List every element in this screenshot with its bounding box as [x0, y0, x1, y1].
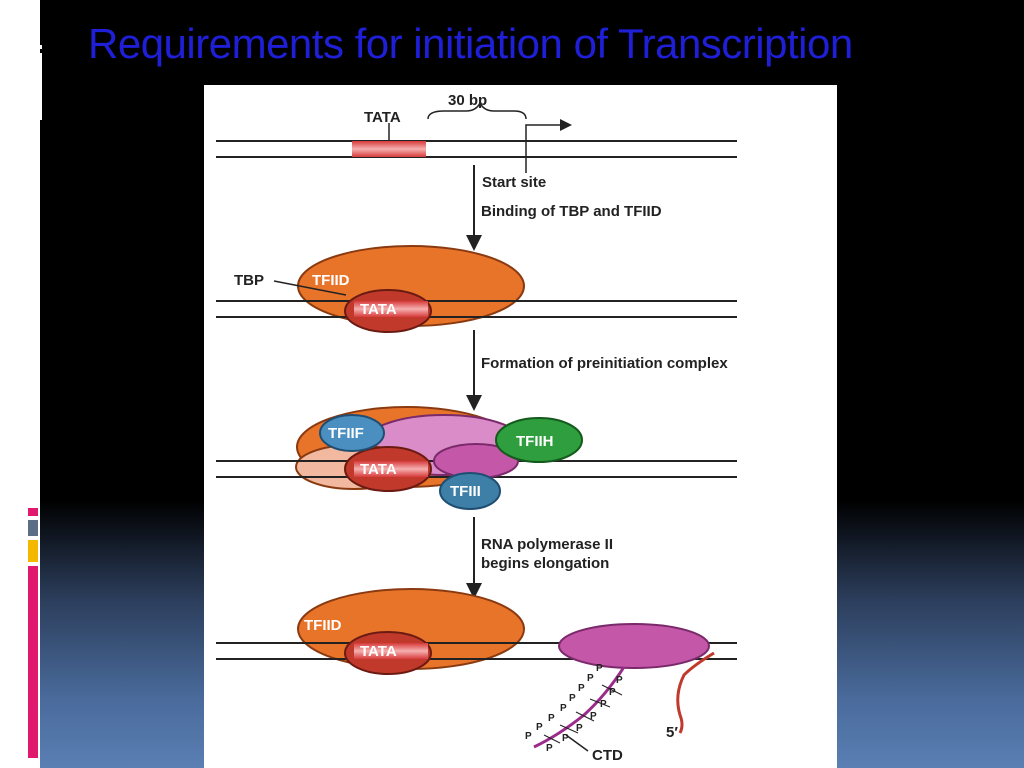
tfiid-label: TFIID	[312, 272, 350, 289]
p-11: P	[600, 699, 607, 710]
tfiii-label: TFIII	[450, 483, 481, 500]
tfiid-label-2: TFIID	[304, 617, 342, 634]
step3-label-line1: RNA polymerase II	[481, 536, 613, 553]
p-2: P	[587, 673, 594, 684]
decorative-bars-icon	[20, 45, 42, 120]
stage-preinitiation-complex: TATA TFIIF TFIIH TFIII	[216, 406, 737, 510]
tfiif-label: TFIIF	[328, 425, 364, 442]
bp-30-label: 30 bp	[448, 92, 487, 109]
p-15: P	[546, 743, 553, 754]
stage-elongation: TATA TFIID 5′ P P P P P P P P P P P P P …	[216, 588, 737, 764]
step1-label: Binding of TBP and TFIID	[481, 203, 662, 220]
ctd-tail	[533, 666, 626, 749]
slide-title: Requirements for initiation of Transcrip…	[88, 20, 853, 67]
tfiif-shape	[319, 414, 385, 452]
transcription-initiation-figure: TATA 30 bp Start site Binding of TBP and…	[204, 85, 837, 768]
tata-label: TATA	[364, 109, 401, 126]
tata-box	[352, 141, 426, 157]
step3-label-line2: begins elongation	[481, 555, 609, 572]
tbp-label: TBP	[234, 272, 264, 289]
p-6: P	[548, 713, 555, 724]
tfiih-label: TFIIH	[516, 433, 554, 450]
stage-tfiid-bound: TATA TFIID TBP	[216, 245, 737, 333]
p-3: P	[578, 683, 585, 694]
p-9: P	[616, 675, 623, 686]
rna-transcript	[676, 651, 715, 734]
rna-polymerase-shape	[558, 623, 710, 669]
ctd-label: CTD	[592, 747, 623, 764]
stage-dna-promoter: TATA 30 bp Start site	[216, 92, 737, 191]
p-12: P	[590, 711, 597, 722]
p-10: P	[609, 687, 616, 698]
p-7: P	[536, 722, 543, 733]
five-prime-label: 5′	[666, 724, 678, 741]
tata-label-2: TATA	[360, 301, 397, 318]
p-4: P	[569, 693, 576, 704]
p-13: P	[576, 723, 583, 734]
start-site-arrow	[525, 119, 572, 173]
span-brace	[427, 101, 527, 120]
tfiih-shape	[495, 417, 583, 463]
p-14: P	[562, 733, 569, 744]
p-5: P	[560, 703, 567, 714]
p-8: P	[525, 731, 532, 742]
tfiii-shape	[439, 472, 501, 510]
side-accent-strip	[28, 508, 38, 758]
step2-label: Formation of preinitiation complex	[481, 355, 728, 372]
start-site-label: Start site	[482, 174, 546, 191]
tata-label-4: TATA	[360, 643, 397, 660]
tata-label-3: TATA	[360, 461, 397, 478]
p-1: P	[596, 663, 603, 674]
ctd-phosphates: P P P P P P P P P P P P P P P	[525, 663, 623, 754]
